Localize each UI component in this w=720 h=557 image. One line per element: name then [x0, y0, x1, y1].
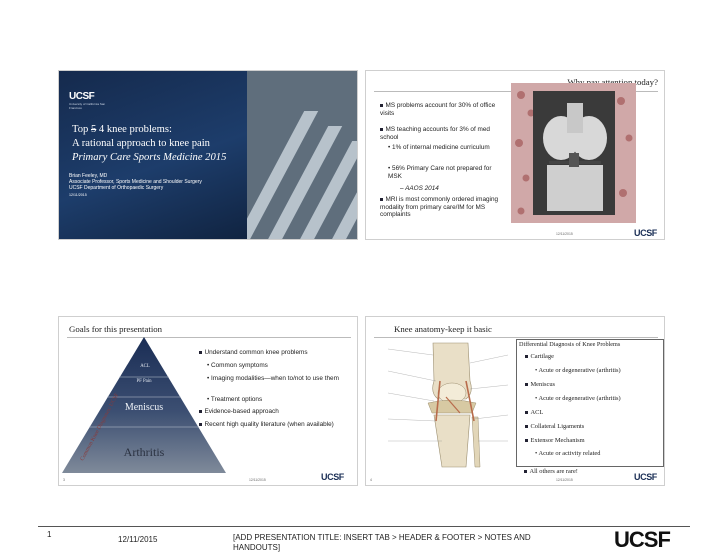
slide-heading: Goals for this presentation — [69, 324, 163, 334]
author-role-2: UCSF Department of Orthopaedic Surgery — [69, 184, 164, 191]
author-role-1: Associate Professor, Sports Medicine and… — [69, 178, 202, 185]
sub-bullet-symptoms: • Common symptoms — [207, 362, 268, 369]
sub-bullet-internal-med: • 1% of internal medicine curriculum — [388, 144, 490, 151]
heading-rule — [67, 337, 351, 338]
knee-diagnosis-pyramid — [62, 337, 226, 473]
author-block: Brian Feeley, MD Associate Professor, Sp… — [69, 173, 249, 199]
pyramid-label-arthritis: Arthritis — [123, 445, 165, 459]
page-footer-date: 12/11/2015 — [118, 535, 158, 544]
slide-page-number: 3 — [63, 478, 65, 482]
page-footer-notes: [ADD PRESENTATION TITLE: INSERT TAB > HE… — [233, 533, 531, 552]
heading-rule — [374, 337, 658, 338]
title-line-3: Primary Care Sports Medicine 2015 — [72, 152, 227, 163]
sub-bullet-imaging: • Imaging modalities—when to/not to use … — [207, 375, 339, 382]
bullet-ms-visits: MS problems account for 30% of office vi… — [380, 102, 496, 117]
ucsf-logo-footer: UCSF — [614, 527, 671, 552]
title-line-2: A rational approach to knee pain — [72, 138, 210, 149]
dd-meniscus-sub: • Acute or degenerative (arthritis) — [535, 395, 621, 402]
slide-why-pay-attention[interactable]: Why pay attention today? MS problems acc… — [365, 70, 665, 240]
dd-collateral: Collateral Ligaments — [525, 423, 584, 431]
slide-footer-date: 12/11/2015 — [556, 478, 573, 482]
dd-extensor: Extensor Mechanism — [525, 437, 585, 445]
bullet-evidence: Evidence-based approach — [199, 408, 349, 416]
ucsf-logo-small: UCSF — [634, 472, 657, 482]
slide-heading: Why pay attention today? — [567, 77, 658, 87]
dd-extensor-sub: • Acute or activity related — [535, 450, 601, 457]
slide-page-number: 4 — [370, 478, 372, 482]
slide-goals[interactable]: Goals for this presentation ACL PF Pain … — [58, 316, 358, 486]
title-line-1: Top 5 4 knee problems: — [72, 124, 172, 135]
slide-heading: Knee anatomy-keep it basic — [394, 324, 492, 334]
differential-box-title: Differential Diagnosis of Knee Problems — [519, 341, 621, 348]
pyramid-label-pf-pain: PF Pain — [136, 379, 152, 384]
bullet-ms-teaching: MS teaching accounts for 3% of med schoo… — [380, 126, 490, 141]
slide-knee-anatomy[interactable]: Knee anatomy-keep it basic Differential … — [365, 316, 665, 486]
ucsf-logo-small: UCSF — [321, 472, 344, 482]
sub-bullet-aaos: – AAOS 2014 — [400, 185, 439, 192]
bullet-understand: Understand common knee problems — [199, 349, 349, 357]
architecture-photo — [247, 71, 357, 239]
author-name: Brian Feeley, MD — [69, 173, 108, 179]
slide-title[interactable]: UCSF University of California San Franci… — [58, 70, 358, 240]
title-background — [59, 71, 247, 239]
knee-mri-image — [511, 83, 636, 223]
slide-date: 12/11/2015 — [69, 193, 87, 198]
dd-acl: ACL — [525, 409, 543, 417]
ucsf-logo-small: UCSF — [634, 228, 657, 238]
pyramid-label-acl: ACL — [140, 364, 150, 369]
pyramid-label-meniscus: Meniscus — [124, 402, 164, 413]
slide-footer-date: 12/11/2015 — [249, 478, 266, 482]
differential-diagnosis-box: Differential Diagnosis of Knee Problems … — [516, 339, 664, 467]
page-footer-rule — [38, 526, 690, 527]
ucsf-logo: UCSF — [69, 91, 95, 102]
sub-bullet-primary-care: • 56% Primary Care not prepared for MSK — [388, 165, 492, 180]
dd-all-others: All others are rare! — [524, 468, 578, 476]
ucsf-logo-subtitle: University of California San Francisco — [69, 102, 106, 110]
sub-bullet-treatment: • Treatment options — [207, 396, 263, 403]
knee-anatomy-illustration — [378, 341, 518, 469]
page-number: 1 — [47, 530, 52, 539]
dd-cartilage-sub: • Acute or degenerative (arthritis) — [535, 367, 621, 374]
bullet-mri: MRI is most commonly ordered imaging mod… — [380, 196, 499, 219]
bullet-recent-literature: Recent high quality literature (when ava… — [199, 421, 349, 429]
dd-meniscus: Meniscus — [525, 381, 555, 389]
slide-footer-date: 12/11/2015 — [556, 232, 573, 236]
slide-title-text: Top 5 4 knee problems: A rational approa… — [72, 123, 252, 165]
dd-cartilage: Cartilage — [525, 353, 554, 361]
